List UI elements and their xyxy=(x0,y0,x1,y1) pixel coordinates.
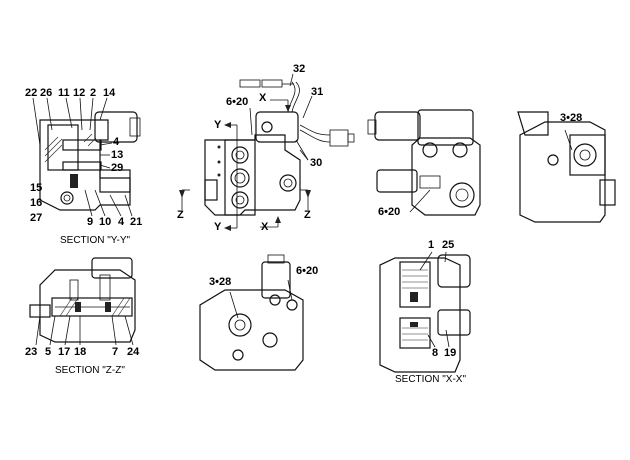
callout-10: 10 xyxy=(99,216,112,228)
callout-29: 29 xyxy=(111,162,124,174)
section-yy-view xyxy=(32,97,141,217)
callout-23: 23 xyxy=(25,346,38,358)
caption-section-yy: SECTION "Y-Y" xyxy=(60,235,131,246)
callout-15: 15 xyxy=(30,182,43,194)
callout-17: 17 xyxy=(58,346,71,358)
callout-11: 11 xyxy=(58,87,70,99)
section-mark-z-left: Z xyxy=(177,209,184,221)
section-mark-z-right: Z xyxy=(304,209,311,221)
callout-2: 2 xyxy=(90,87,97,99)
callout-5: 5 xyxy=(45,346,52,358)
callout-14: 14 xyxy=(103,87,116,99)
section-zz-view xyxy=(29,257,136,346)
section-mark-x-top: X xyxy=(259,92,267,104)
caption-section-xx: SECTION "X-X" xyxy=(395,374,466,385)
section-mark-y-top: Y xyxy=(214,119,222,131)
section-mark-x-bottom: X xyxy=(261,221,269,233)
callout-4b: 4 xyxy=(118,216,125,228)
callout-27: 27 xyxy=(30,212,43,224)
callout-25: 25 xyxy=(442,239,455,251)
far-right-view xyxy=(517,111,616,223)
callout-13: 13 xyxy=(111,149,124,161)
callout-21: 21 xyxy=(130,216,143,228)
callout-18: 18 xyxy=(74,346,87,358)
callout-6-20-bottom: 6•20 xyxy=(296,265,319,277)
callout-6-20-right: 6•20 xyxy=(378,206,401,218)
callout-4: 4 xyxy=(113,136,120,148)
callout-24: 24 xyxy=(127,346,140,358)
callout-9: 9 xyxy=(87,216,94,228)
callout-3-28-far-right: 3•28 xyxy=(560,112,583,124)
callout-12: 12 xyxy=(73,87,86,99)
section-xx-view xyxy=(379,251,471,373)
right-side-view xyxy=(367,109,481,216)
caption-section-zz: SECTION "Z-Z" xyxy=(55,365,125,376)
callout-32: 32 xyxy=(293,63,306,75)
callout-26: 26 xyxy=(40,87,53,99)
main-front-view xyxy=(179,73,355,231)
bottom-middle-view xyxy=(199,254,304,371)
callout-22: 22 xyxy=(25,87,38,99)
callout-30: 30 xyxy=(310,157,323,169)
section-mark-y-bottom: Y xyxy=(214,221,222,233)
callout-31: 31 xyxy=(311,86,324,98)
callout-8: 8 xyxy=(432,347,439,359)
callout-1: 1 xyxy=(428,239,435,251)
callout-6-20: 6•20 xyxy=(226,96,249,108)
callout-16: 16 xyxy=(30,197,43,209)
callout-7: 7 xyxy=(112,346,119,358)
callout-3-28-bottom: 3•28 xyxy=(209,276,232,288)
callout-19: 19 xyxy=(444,347,457,359)
